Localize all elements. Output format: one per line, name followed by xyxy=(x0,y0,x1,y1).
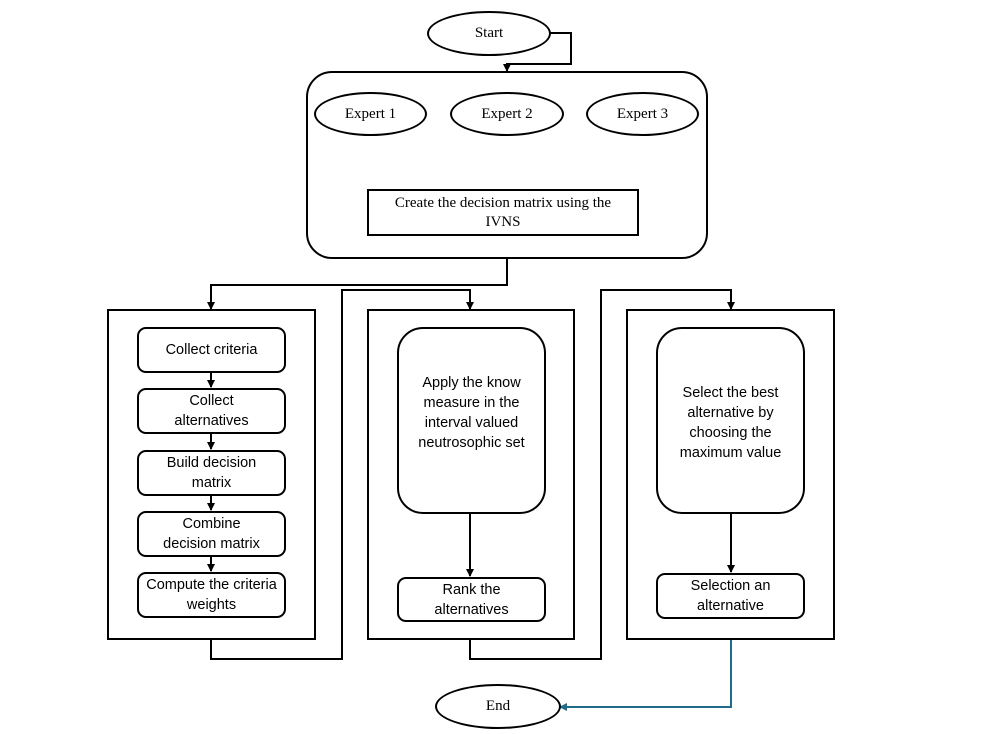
start-label: Start xyxy=(474,25,504,41)
step-apply-know-measure-label: Apply the know measure in the interval v… xyxy=(418,375,525,451)
arrow-to-panel1 xyxy=(207,258,508,310)
arrow-panel3-to-end xyxy=(559,639,732,711)
panel-selection xyxy=(626,309,835,640)
arrow-panel2-to-panel3 xyxy=(469,289,735,660)
step-collect-criteria: Collect criteria xyxy=(137,327,286,373)
step-collect-alternatives-label: Collect alternatives xyxy=(174,393,249,429)
decision-matrix-box: Create the decision matrix using the IVN… xyxy=(367,189,639,236)
end-label: End xyxy=(485,698,511,714)
panel-criteria xyxy=(107,309,316,640)
expert-1-label: Expert 1 xyxy=(344,105,397,122)
step-compute-criteria-weights-label: Compute the criteria weights xyxy=(146,577,277,613)
expert-1-node: Expert 1 xyxy=(314,92,427,136)
step-combine-decision-matrix: Combine decision matrix xyxy=(137,511,286,557)
step-selection-alternative-label: Selection an alternative xyxy=(690,578,771,614)
step-collect-criteria-label: Collect criteria xyxy=(165,342,258,358)
end-node: End xyxy=(435,684,561,729)
step-combine-decision-matrix-label: Combine decision matrix xyxy=(163,516,260,552)
expert-2-label: Expert 2 xyxy=(481,105,533,122)
step-compute-criteria-weights: Compute the criteria weights xyxy=(137,572,286,618)
expert-3-label: Expert 3 xyxy=(616,105,669,122)
arrow-start-to-experts xyxy=(503,32,572,72)
panel-ranking xyxy=(367,309,575,640)
expert-2-node: Expert 2 xyxy=(450,92,564,136)
start-node: Start xyxy=(427,11,551,56)
step-selection-alternative: Selection an alternative xyxy=(656,573,805,619)
decision-matrix-label: Create the decision matrix using the IVN… xyxy=(394,194,612,230)
expert-3-node: Expert 3 xyxy=(586,92,699,136)
step-select-best-alternative-label: Select the best alternative by choosing … xyxy=(679,385,782,461)
step-select-best-alternative: Select the best alternative by choosing … xyxy=(656,327,805,514)
step-rank-alternatives-label: Rank the alternatives xyxy=(434,581,509,618)
step-build-decision-matrix-label: Build decision matrix xyxy=(166,455,257,491)
arrow-panel1-to-panel2 xyxy=(210,289,474,660)
step-collect-alternatives: Collect alternatives xyxy=(137,388,286,434)
step-apply-know-measure: Apply the know measure in the interval v… xyxy=(397,327,546,514)
step-rank-alternatives: Rank the alternatives xyxy=(397,577,546,622)
step-build-decision-matrix: Build decision matrix xyxy=(137,450,286,496)
